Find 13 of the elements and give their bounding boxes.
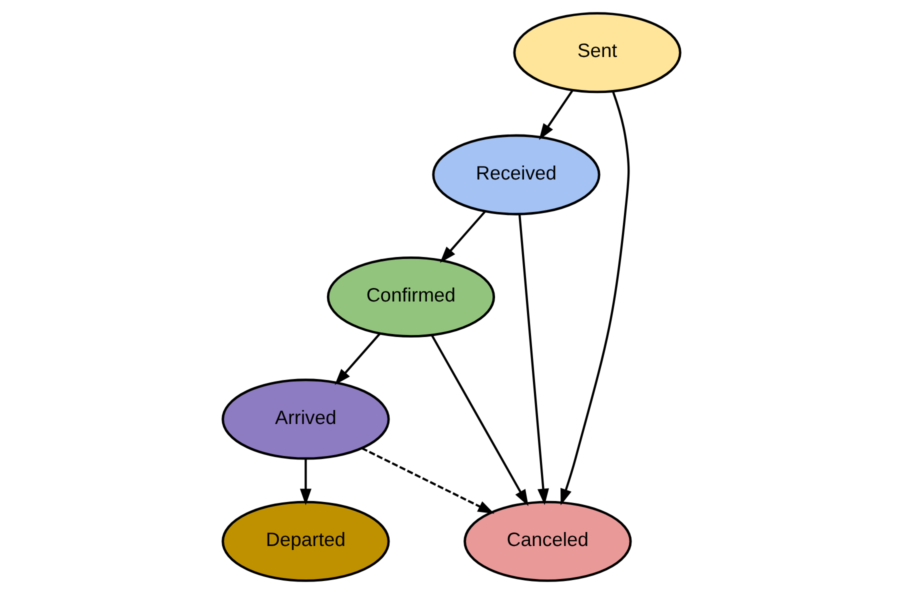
node-ellipse: Arrived — [221, 378, 390, 460]
node-ellipse: Received — [432, 134, 600, 216]
node-ellipse: Sent — [512, 12, 681, 94]
arrow — [538, 90, 573, 140]
node-ellipse: Confirmed — [326, 256, 495, 338]
arrow — [334, 332, 380, 386]
arrow — [430, 334, 528, 506]
arrow — [439, 210, 486, 263]
arrow — [360, 447, 494, 514]
arrow — [518, 214, 548, 506]
arrow — [560, 91, 630, 506]
arrow — [299, 458, 311, 506]
node-ellipse: Departed — [221, 500, 390, 582]
